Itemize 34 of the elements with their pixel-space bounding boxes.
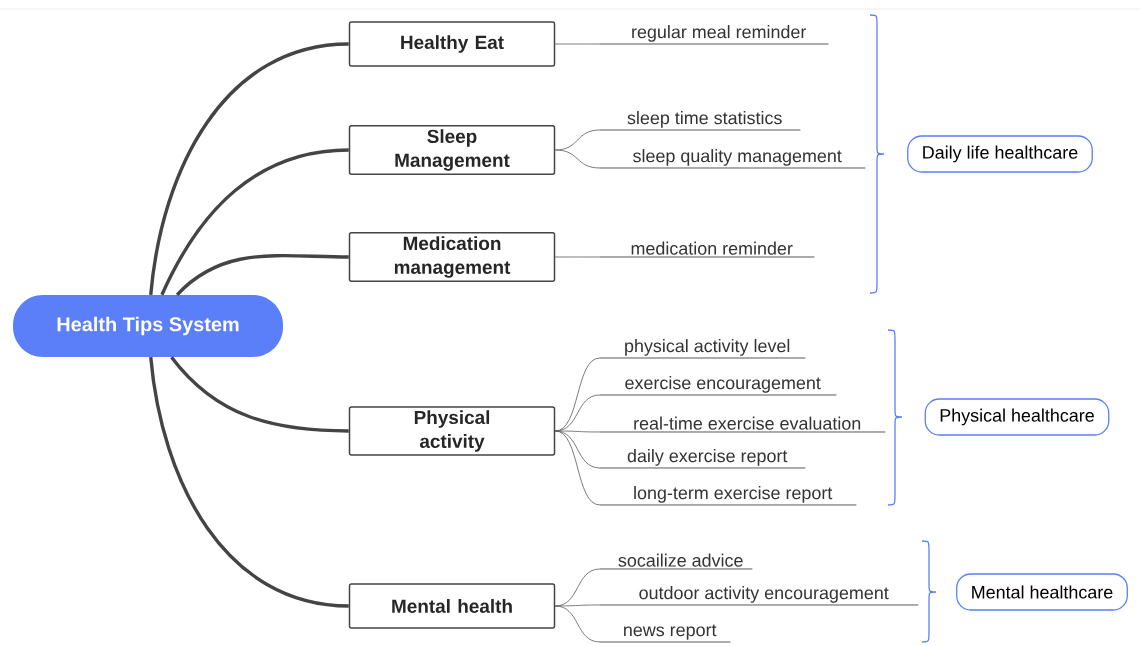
connector-line <box>554 430 601 433</box>
topic-box: Sleep Management <box>348 125 556 175</box>
subtopic-label: long-term exercise report <box>599 486 857 506</box>
topic-box: Medication management <box>348 232 556 282</box>
category-box: Mental healthcare <box>956 573 1128 611</box>
subtopic-label: outdoor activity encouragement <box>599 586 919 606</box>
topic-box: Healthy Eat <box>348 21 556 67</box>
connector-line <box>149 356 349 608</box>
topic-box: Mental health <box>348 583 556 629</box>
root-node: Health Tips System <box>13 295 283 357</box>
subtopic-label: physical activity level <box>599 339 806 359</box>
subtopic-label: news report <box>599 624 731 643</box>
category-box: Daily life healthcare <box>907 135 1093 173</box>
connector-line <box>554 430 601 469</box>
subtopic-label: daily exercise report <box>599 449 806 469</box>
connector-line <box>175 253 349 297</box>
subtopic-label: real-time exercise evaluation <box>599 416 886 433</box>
connector-line <box>554 430 601 506</box>
category-box: Physical healthcare <box>924 398 1110 436</box>
connector-line <box>554 605 601 643</box>
subtopic-label: medication reminder <box>599 241 815 258</box>
subtopic-label: sleep time statistics <box>599 111 801 131</box>
subtopic-label: socailize advice <box>599 553 753 570</box>
connector-line <box>170 356 349 433</box>
connector-line <box>149 42 349 295</box>
subtopic-label: exercise encouragement <box>599 376 837 396</box>
subtopic-label: sleep quality management <box>599 149 866 169</box>
connector-line <box>554 43 601 45</box>
connector-line <box>160 148 349 296</box>
connector-line <box>554 256 601 258</box>
subtopic-label: regular meal reminder <box>599 25 829 45</box>
connector-line <box>554 149 601 169</box>
connector-line <box>554 604 601 607</box>
topic-box: Physical activity <box>348 406 556 456</box>
